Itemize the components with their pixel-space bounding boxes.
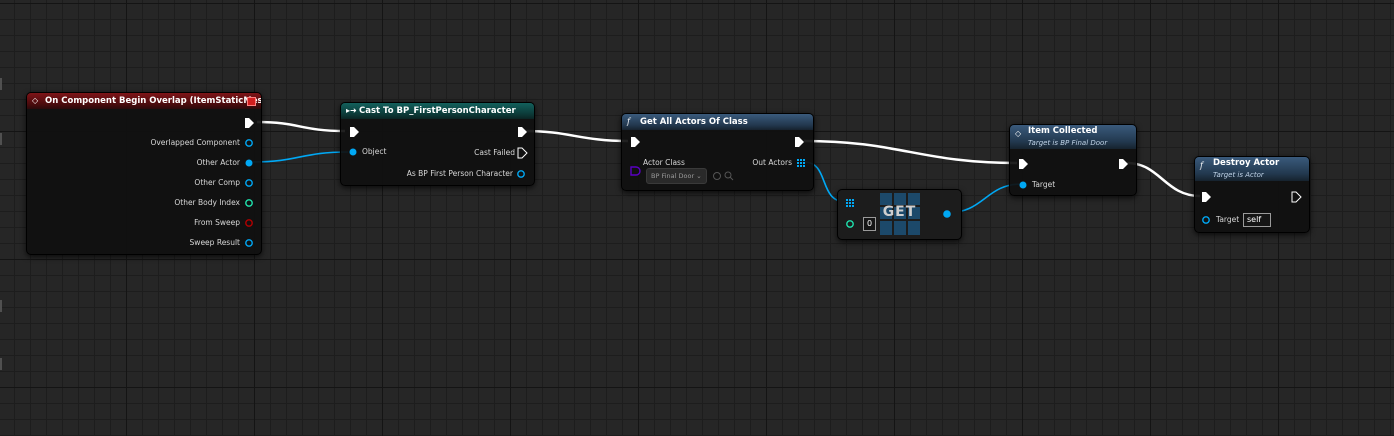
cast-arrow-icon: ▸➜ <box>346 106 357 115</box>
destroy-actor-node[interactable]: f Destroy Actor Target is Actor Target s… <box>1194 156 1310 233</box>
node-title: On Component Begin Overlap (ItemStaticMe… <box>45 96 262 106</box>
get-title: GET <box>882 204 917 220</box>
pin-label-overlapped-component: Overlapped Component <box>150 138 240 147</box>
pin-label-other-comp: Other Comp <box>194 178 240 187</box>
function-icon: f <box>1200 161 1203 170</box>
target-pin[interactable] <box>1202 216 1210 224</box>
sweep-result-pin[interactable] <box>245 239 253 247</box>
object-wire-otheractor-object[interactable] <box>250 151 349 163</box>
actor-class-dropdown[interactable]: BP Final Door ⌄ <box>646 168 707 184</box>
node-title: Get All Actors Of Class <box>640 117 748 127</box>
actor-class-pin[interactable] <box>630 166 641 176</box>
close-icon <box>247 97 256 106</box>
pin-layer <box>349 127 528 178</box>
exec-out-pin[interactable] <box>795 137 804 147</box>
exec-in-pin[interactable] <box>1202 192 1211 202</box>
pin-label-object: Object <box>362 147 387 156</box>
chevron-down-icon: ⌄ <box>696 172 702 180</box>
node-subtitle: Target is Actor <box>1213 171 1264 179</box>
node-title: Cast To BP_FirstPersonCharacter <box>359 106 516 116</box>
target-self-input[interactable]: self <box>1243 213 1271 227</box>
pin-label-cast-failed: Cast Failed <box>474 148 515 157</box>
from-sweep-pin[interactable] <box>245 219 253 227</box>
node-header: ◇ On Component Begin Overlap (ItemStatic… <box>27 93 261 109</box>
target-pin[interactable] <box>1019 181 1027 189</box>
pin-label-target: Target <box>1032 180 1056 189</box>
pin-label-other-body-index: Other Body Index <box>174 198 240 207</box>
exec-wire-getall-itemcollected[interactable] <box>803 139 1018 165</box>
exec-wire-cast-getall[interactable] <box>523 129 629 143</box>
array-in-pin[interactable] <box>846 199 854 207</box>
event-diamond-icon: ◇ <box>1015 129 1022 138</box>
exec-in-pin[interactable] <box>350 127 359 137</box>
exec-out-pin[interactable] <box>518 127 527 137</box>
other-comp-pin[interactable] <box>245 179 253 187</box>
node-header: ▸➜ Cast To BP_FirstPersonCharacter <box>341 103 534 119</box>
edge-marker <box>0 300 2 312</box>
node-subtitle: Target is BP Final Door <box>1028 139 1108 147</box>
node-header: f Get All Actors Of Class <box>622 114 813 130</box>
pin-layer <box>1019 159 1128 189</box>
pin-label-target: Target <box>1216 215 1240 224</box>
cast-node[interactable]: ▸➜ Cast To BP_FirstPersonCharacter Objec… <box>340 102 535 186</box>
exec-wire-itemcollected-destroy[interactable] <box>1126 161 1201 198</box>
node-header: ◇ Item Collected Target is BP Final Door <box>1010 125 1136 149</box>
index-pin[interactable] <box>846 220 854 228</box>
exec-in-pin[interactable] <box>1019 159 1028 169</box>
reset-icon[interactable] <box>713 172 721 180</box>
node-title: Item Collected <box>1028 126 1098 136</box>
as-character-pin[interactable] <box>517 170 525 178</box>
out-actors-array-pin[interactable] <box>797 159 805 167</box>
exec-wire-overlap-cast[interactable] <box>256 120 346 133</box>
exec-out-pin[interactable] <box>1119 159 1128 169</box>
exec-in-pin[interactable] <box>631 137 640 147</box>
pin-label-other-actor: Other Actor <box>196 158 240 167</box>
edge-marker <box>0 78 2 90</box>
node-header: f Destroy Actor Target is Actor <box>1195 157 1309 181</box>
search-icon[interactable] <box>724 171 732 179</box>
pin-label-sweep-result: Sweep Result <box>189 238 240 247</box>
other-actor-pin[interactable] <box>245 159 253 167</box>
exec-out-pin[interactable] <box>1291 191 1302 203</box>
other-body-index-pin[interactable] <box>245 199 253 207</box>
get-output-pin[interactable] <box>943 210 951 218</box>
pin-label-actor-class: Actor Class <box>643 158 685 167</box>
event-diamond-icon: ◇ <box>32 96 39 105</box>
pin-layer <box>630 137 805 181</box>
array-grid-icon <box>880 193 920 235</box>
cast-failed-pin[interactable] <box>517 147 528 159</box>
pin-label-out-actors: Out Actors <box>752 158 792 167</box>
function-icon: f <box>627 117 630 126</box>
get-all-actors-of-class-node[interactable]: f Get All Actors Of Class Actor Class Ou… <box>621 113 814 191</box>
pin-label-as-character: As BP First Person Character <box>406 169 513 178</box>
actor-class-value: BP Final Door <box>651 172 695 180</box>
exec-out-pin[interactable] <box>245 118 254 128</box>
overlapped-component-pin[interactable] <box>245 139 253 147</box>
node-title: Destroy Actor <box>1213 158 1280 168</box>
array-get-node[interactable]: GET 0 <box>837 189 962 240</box>
pin-layer <box>1202 191 1302 224</box>
pin-label-from-sweep: From Sweep <box>194 218 240 227</box>
pin-layer <box>846 193 951 235</box>
object-in-pin[interactable] <box>349 148 357 156</box>
edge-marker <box>0 358 2 370</box>
index-input[interactable]: 0 <box>863 217 877 231</box>
event-node-on-component-begin-overlap[interactable]: ◇ On Component Begin Overlap (ItemStatic… <box>26 92 262 255</box>
search-icon-handle <box>729 176 734 181</box>
edge-marker <box>0 133 2 145</box>
item-collected-node[interactable]: ◇ Item Collected Target is BP Final Door… <box>1009 124 1137 196</box>
pin-layer <box>245 118 254 247</box>
